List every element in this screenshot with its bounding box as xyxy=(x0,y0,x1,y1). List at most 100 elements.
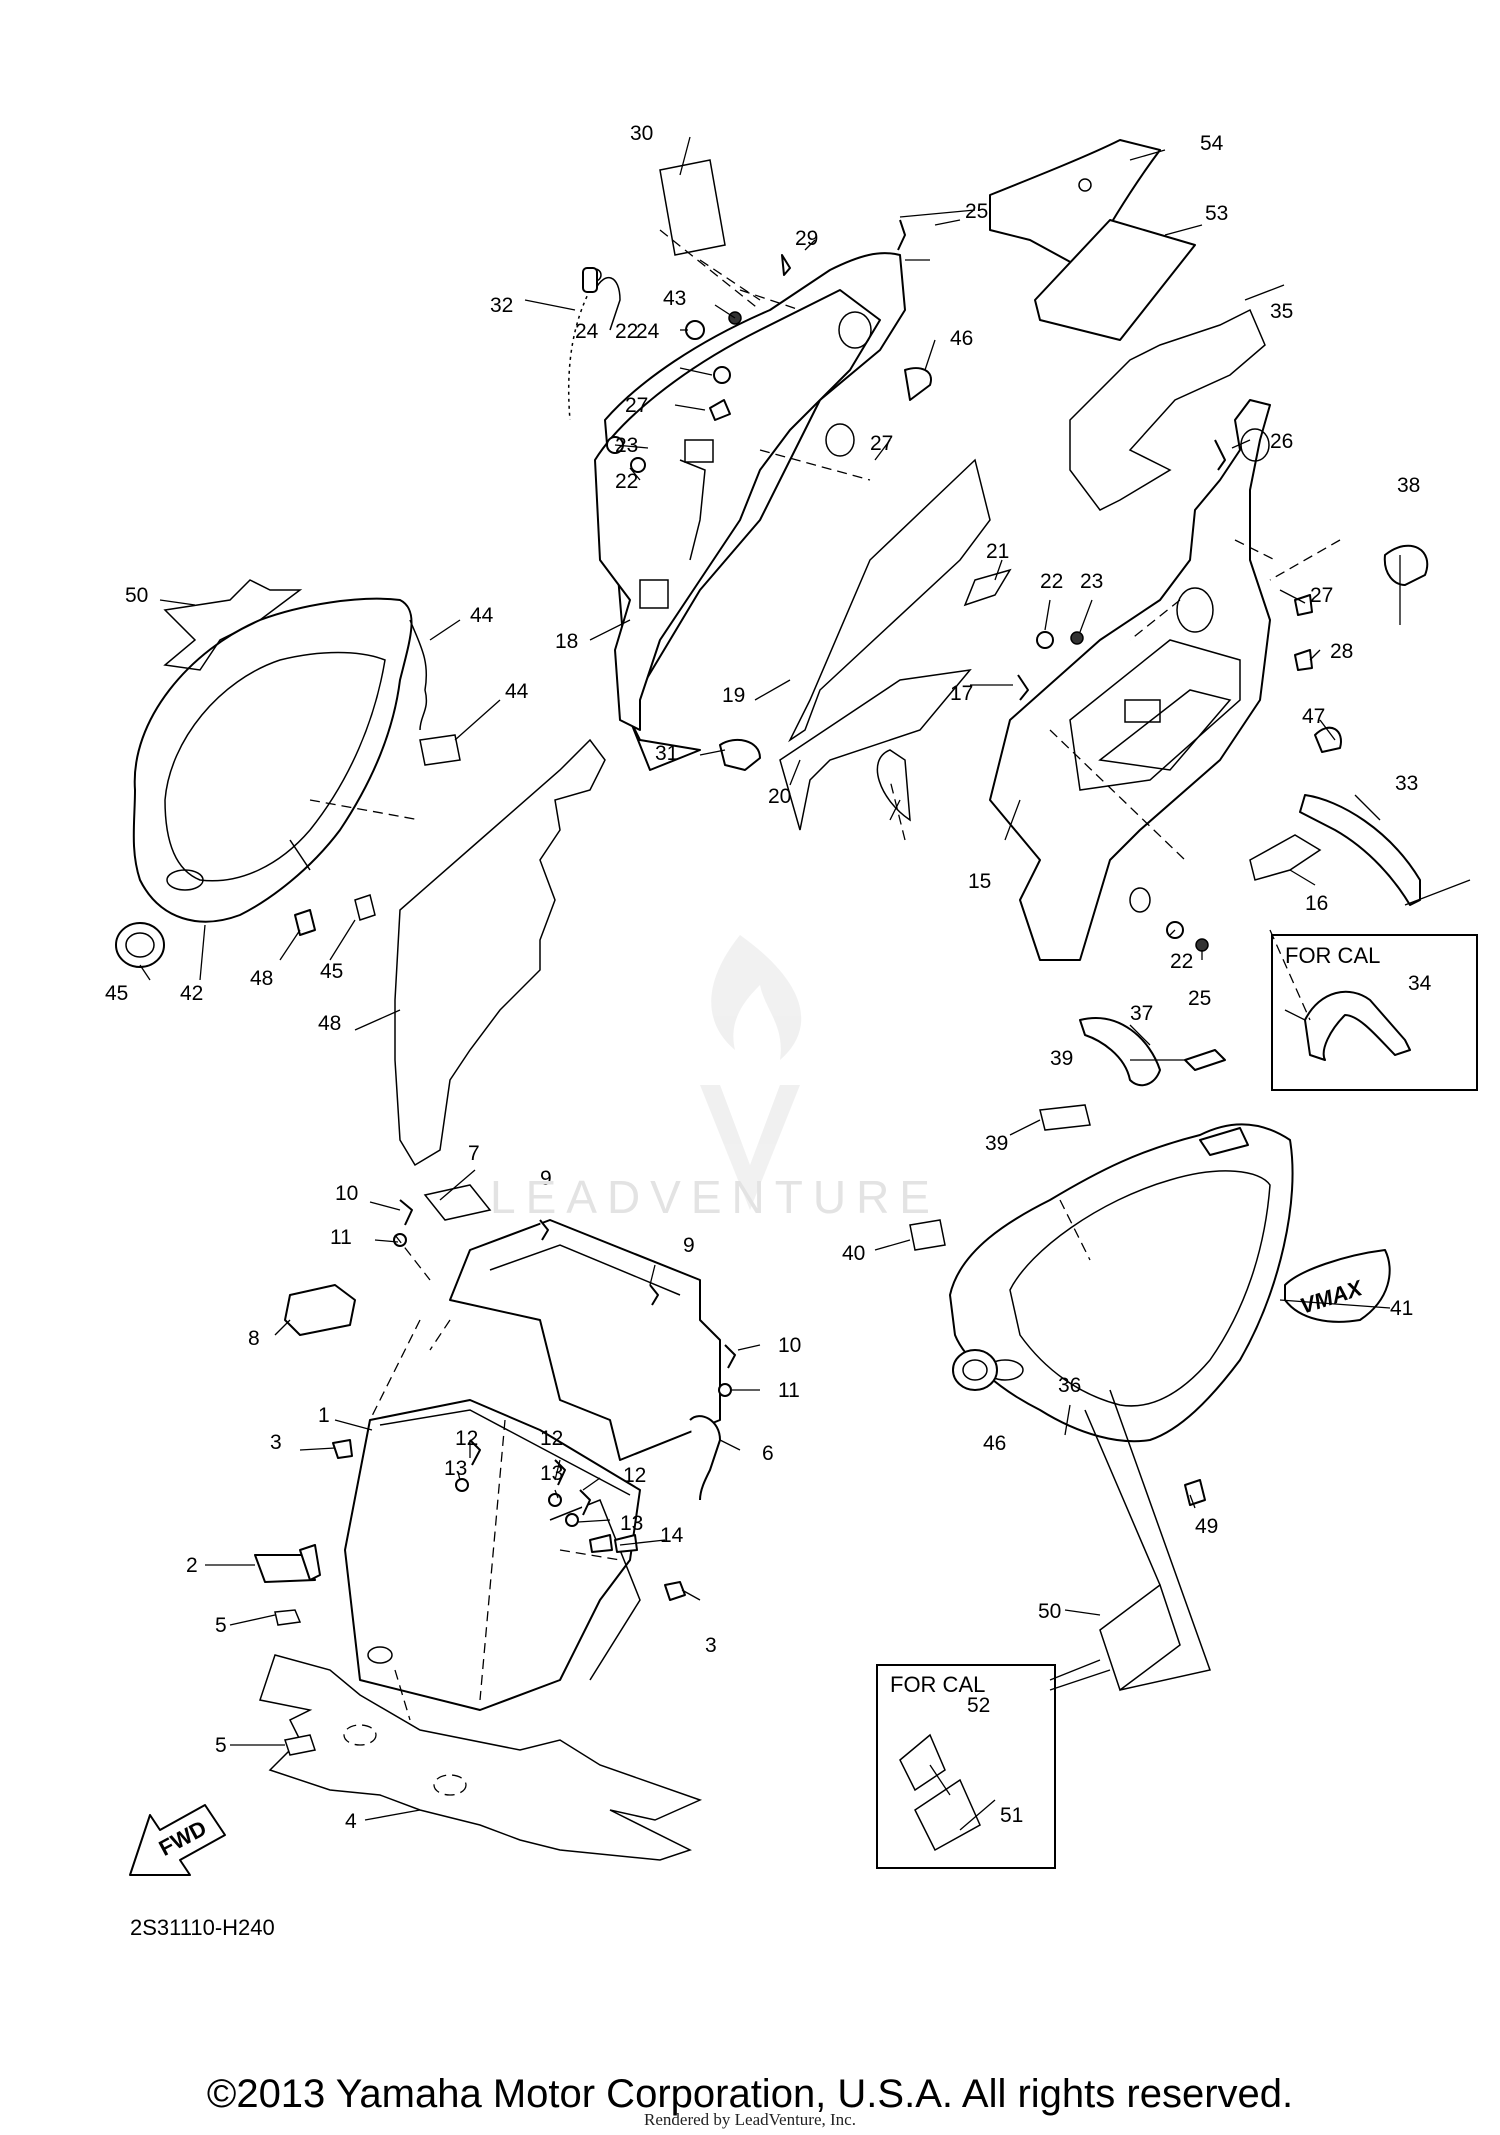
vmax-badge: VMAX xyxy=(1284,1249,1391,1323)
inset-for-cal-33: FOR CAL xyxy=(1271,934,1478,1091)
callout: 24 xyxy=(636,320,660,343)
callout: 43 xyxy=(663,287,686,310)
callout: 54 xyxy=(1200,132,1224,155)
callout: 11 xyxy=(778,1379,800,1402)
callout: 22 xyxy=(615,470,638,493)
callout: 42 xyxy=(180,982,203,1005)
callout: 52 xyxy=(967,1694,990,1717)
callout: 19 xyxy=(722,684,745,707)
callout: 13 xyxy=(620,1512,643,1535)
callout: 46 xyxy=(983,1432,1006,1455)
callout: 44 xyxy=(470,604,494,627)
left-cover-bracket xyxy=(594,252,906,771)
copyright-notice: ©2013 Yamaha Motor Corporation, U.S.A. A… xyxy=(206,2072,1294,2116)
inset-title: FOR CAL xyxy=(890,1672,985,1697)
callout: 8 xyxy=(248,1327,260,1350)
callout: 23 xyxy=(1080,570,1103,593)
callout: 12 xyxy=(623,1464,646,1487)
left-cover-sheet xyxy=(779,458,1012,831)
callout-labels: 1 2 3 3 4 5 5 6 7 8 9 9 10 10 11 11 12 1… xyxy=(105,122,1432,1833)
callout: 7 xyxy=(468,1142,480,1165)
left-large-sheet xyxy=(394,738,606,1167)
callout: 31 xyxy=(655,742,678,765)
callout: 53 xyxy=(1205,202,1228,225)
callout: 28 xyxy=(1330,640,1353,663)
right-strap xyxy=(1249,794,1421,906)
callout: 32 xyxy=(490,294,513,317)
callout: 21 xyxy=(986,540,1009,563)
callout: 17 xyxy=(950,682,973,705)
callout: 27 xyxy=(625,394,648,417)
callout: 46 xyxy=(950,327,973,350)
callout: 22 xyxy=(1040,570,1063,593)
callout: 45 xyxy=(105,982,128,1005)
callout: 49 xyxy=(1195,1515,1218,1538)
callout: 48 xyxy=(250,967,273,990)
left-cover-stickers xyxy=(163,579,461,936)
callout: 51 xyxy=(1000,1804,1023,1827)
callout: 50 xyxy=(125,584,148,607)
top-small-parts xyxy=(588,159,932,771)
inset-title: FOR CAL xyxy=(1285,943,1380,968)
callout: 38 xyxy=(1397,474,1420,497)
callout: 12 xyxy=(455,1427,478,1450)
callout: 34 xyxy=(1408,972,1432,995)
callout: 39 xyxy=(1050,1047,1073,1070)
callout: 25 xyxy=(1188,987,1211,1010)
callout: 23 xyxy=(615,434,638,457)
callout: 50 xyxy=(1038,1600,1061,1623)
callout: 3 xyxy=(705,1634,717,1657)
watermark-text: LEADVENTURE xyxy=(490,1171,940,1223)
callout: 48 xyxy=(318,1012,341,1035)
callout: 13 xyxy=(540,1462,563,1485)
assembly-lines xyxy=(309,229,1341,1721)
callout: 22 xyxy=(1170,950,1193,973)
callout: 47 xyxy=(1302,705,1325,728)
callout: 5 xyxy=(215,1734,227,1757)
leader-lines xyxy=(139,136,1471,1831)
callout: 4 xyxy=(345,1810,357,1833)
callout: 9 xyxy=(683,1234,695,1257)
fwd-arrow: FWD xyxy=(129,1804,226,1876)
battery-sheet xyxy=(259,1609,703,1861)
label-sticker-50 xyxy=(1084,1389,1211,1692)
callout: 25 xyxy=(965,200,988,223)
retaining-chain xyxy=(567,267,598,421)
callout: 40 xyxy=(842,1242,865,1265)
callout: 30 xyxy=(630,122,653,145)
callout: 3 xyxy=(270,1431,282,1454)
callout: 27 xyxy=(870,432,893,455)
right-grommet xyxy=(952,1349,1206,1506)
callout: 12 xyxy=(540,1427,563,1450)
callout: 6 xyxy=(762,1442,774,1465)
callout: 37 xyxy=(1130,1002,1153,1025)
callout: 1 xyxy=(318,1404,330,1427)
callout: 45 xyxy=(320,960,343,983)
callout: 26 xyxy=(1270,430,1293,453)
watermark-logo xyxy=(700,935,802,1210)
right-top-sheets xyxy=(989,139,1266,511)
right-cover-stickers xyxy=(909,1017,1226,1251)
callout: 24 xyxy=(575,320,599,343)
callout: 33 xyxy=(1395,772,1418,795)
callout: 22 xyxy=(615,320,638,343)
left-side-cover xyxy=(132,597,413,923)
right-small-parts xyxy=(1017,544,1429,952)
callout: 27 xyxy=(1310,584,1333,607)
right-side-cover xyxy=(949,1123,1294,1443)
diagram-code: 2S31110-H240 xyxy=(130,1915,275,1940)
callout: 35 xyxy=(1270,300,1293,323)
callout: 10 xyxy=(778,1334,801,1357)
callout: 44 xyxy=(505,680,529,703)
callout: 16 xyxy=(1305,892,1328,915)
inset-for-cal-51-50: FOR CAL xyxy=(876,1664,1056,1869)
callout: 5 xyxy=(215,1614,227,1637)
callout: 2 xyxy=(186,1554,198,1577)
callout: 39 xyxy=(985,1132,1008,1155)
callout: 10 xyxy=(335,1182,358,1205)
callout: 13 xyxy=(444,1457,467,1480)
callout: 11 xyxy=(330,1226,352,1249)
callout: 41 xyxy=(1390,1297,1413,1320)
callout: 36 xyxy=(1058,1374,1081,1397)
